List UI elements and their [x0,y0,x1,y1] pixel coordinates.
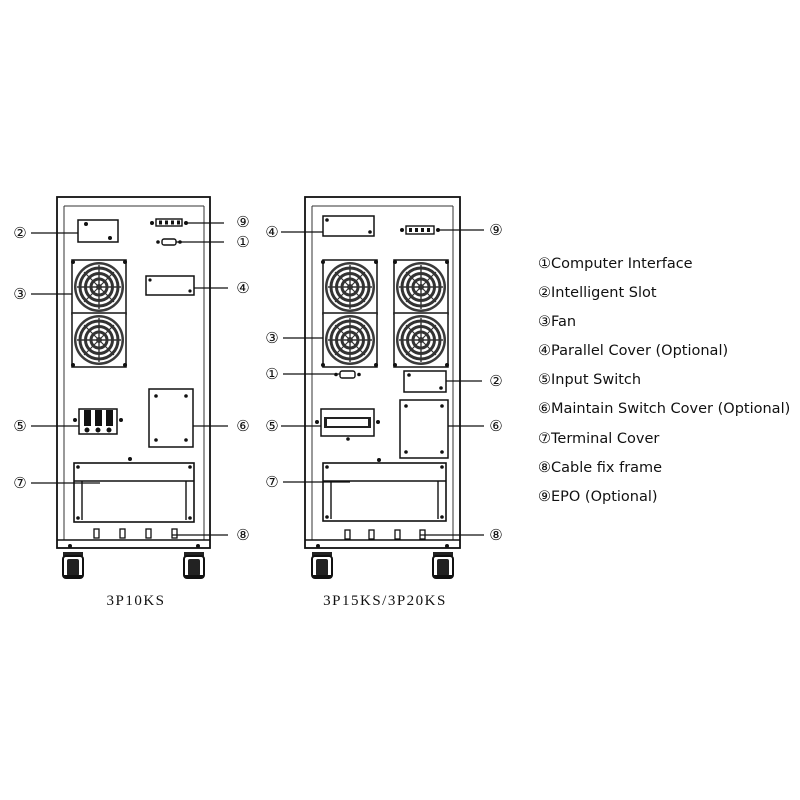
unit-3p10ks [56,196,211,579]
leader-lines [31,222,484,536]
callout-6-right: ⑥ [489,417,502,435]
legend-item-maintain-switch-cover: ⑥Maintain Switch Cover (Optional) [538,401,791,418]
callout-4-right: ④ [265,223,278,241]
model-label-right: 3P15KS/3P20KS [323,593,447,609]
callout-8-left: ⑧ [236,526,249,544]
callout-2-right: ② [489,372,502,390]
legend-item-cable-fix-frame: ⑧Cable fix frame [538,459,663,476]
model-label-left: 3P10KS [106,593,166,609]
callout-1-right: ① [265,365,278,383]
legend-item-computer-interface: ①Computer Interface [538,256,693,272]
callout-7-left: ⑦ [13,474,26,492]
legend-item-epo: ⑨EPO (Optional) [538,488,658,505]
legend-item-fan: ③Fan [538,314,577,331]
callout-3-right: ③ [265,329,278,347]
callout-3-left: ③ [13,285,26,303]
callout-1-left: ① [236,233,249,251]
legend-item-parallel-cover: ④Parallel Cover (Optional) [538,343,729,360]
callout-9-right: ⑨ [489,221,502,239]
legend-item-intelligent-slot: ②Intelligent Slot [538,285,657,302]
callout-5-right: ⑤ [265,417,278,435]
callout-6-left: ⑥ [236,417,249,435]
unit-3p15ks-3p20ks [304,196,461,579]
callout-9-left: ⑨ [236,213,249,231]
legend-item-input-switch: ⑤Input Switch [538,372,642,389]
callout-5-left: ⑤ [13,417,26,435]
callout-8-right: ⑧ [489,526,502,544]
legend-item-terminal-cover: ⑦Terminal Cover [538,430,660,447]
callout-4-left: ④ [236,279,249,297]
callout-2-left: ② [13,224,26,242]
component-legend: ①Computer Interface ②Intelligent Slot ③F… [538,252,790,514]
callout-7-right: ⑦ [265,473,278,491]
